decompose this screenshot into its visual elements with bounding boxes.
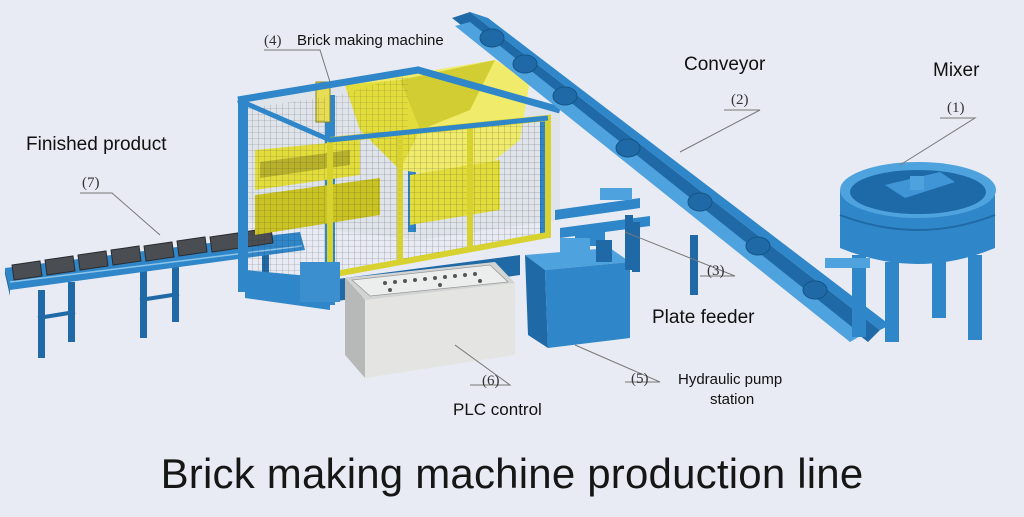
label-brick-making-machine: Brick making machine <box>297 32 444 49</box>
label-hydraulic-pump: Hydraulic pump <box>678 371 782 388</box>
hydraulic-pump-station <box>525 238 630 348</box>
leader-lines <box>80 49 977 386</box>
label-5-number: (5) <box>631 371 649 387</box>
label-conveyor: Conveyor <box>684 54 766 75</box>
plc-control-cabinet <box>345 262 515 378</box>
label-plate-feeder: Plate feeder <box>652 307 755 328</box>
label-plc-control: PLC control <box>453 400 542 419</box>
belt-conveyor <box>452 12 890 342</box>
brick-making-machine <box>237 60 561 310</box>
label-mixer: Mixer <box>933 60 980 81</box>
mixer <box>825 162 996 342</box>
label-7-number: (7) <box>82 175 100 191</box>
label-3-number: (3) <box>707 263 725 279</box>
label-finished-product: Finished product <box>26 134 167 155</box>
label-2-number: (2) <box>731 92 749 108</box>
diagram-title: Brick making machine production line <box>160 450 864 497</box>
label-1-number: (1) <box>947 100 965 116</box>
label-4-number: (4) <box>264 33 282 49</box>
labels: (4) Brick making machine Conveyor (2) Mi… <box>26 32 980 419</box>
label-hydraulic-station: station <box>710 391 754 408</box>
label-6-number: (6) <box>482 373 500 389</box>
